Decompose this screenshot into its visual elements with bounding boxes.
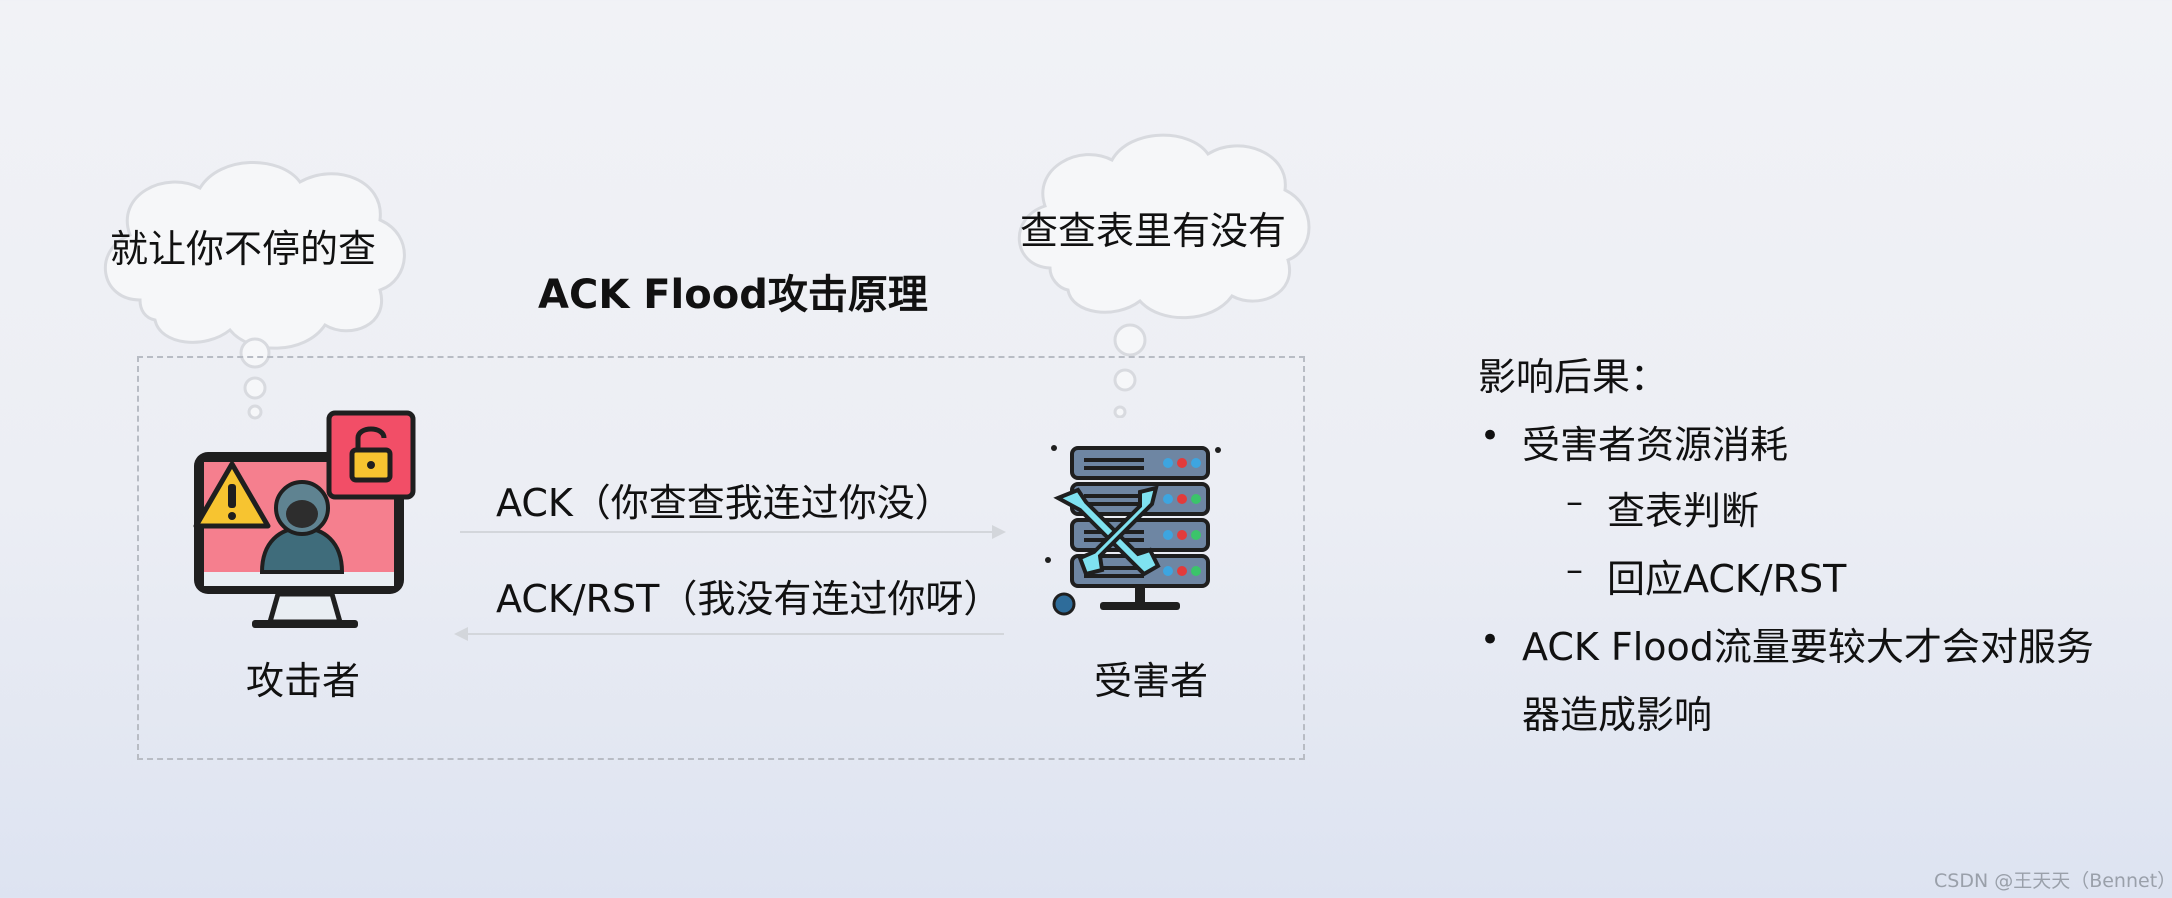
impact-subitem: 查表判断 bbox=[1607, 489, 1760, 533]
attacker-thought-text: 就让你不停的查 bbox=[110, 227, 377, 271]
impact-subbullet: – bbox=[1566, 550, 1583, 590]
response-arrow bbox=[454, 627, 1004, 641]
impact-subitem: 回应ACK/RST bbox=[1607, 557, 1847, 601]
impact-heading: 影响后果： bbox=[1478, 355, 1669, 399]
attacker-label: 攻击者 bbox=[246, 659, 361, 703]
impact-item: ACK Flood流量要较大才会对服务 bbox=[1522, 625, 2094, 669]
impact-item: 受害者资源消耗 bbox=[1522, 423, 1789, 467]
diagram-frame bbox=[137, 356, 1305, 760]
victim-label: 受害者 bbox=[1094, 659, 1209, 703]
server-repair-icon bbox=[1045, 445, 1221, 616]
impact-subbullet: – bbox=[1566, 482, 1583, 522]
impact-item-continuation: 器造成影响 bbox=[1522, 693, 1713, 737]
impact-bullet: • bbox=[1480, 416, 1501, 456]
response-label: ACK/RST（我没有连过你呀） bbox=[496, 577, 1002, 621]
footer-watermark: CSDN @王天天（Bennet） bbox=[1934, 870, 2172, 892]
victim-thought-text: 查查表里有没有 bbox=[1020, 209, 1287, 253]
warning-icon bbox=[193, 461, 271, 529]
diagram-title: ACK Flood攻击原理 bbox=[538, 272, 928, 318]
impact-bullet: • bbox=[1480, 620, 1501, 660]
request-label: ACK（你查查我连过你没） bbox=[496, 481, 953, 525]
request-arrow bbox=[460, 525, 1006, 539]
attacker-thought-cloud bbox=[103, 161, 406, 420]
victim-thought-cloud bbox=[1017, 133, 1311, 418]
unlock-icon bbox=[326, 410, 416, 500]
